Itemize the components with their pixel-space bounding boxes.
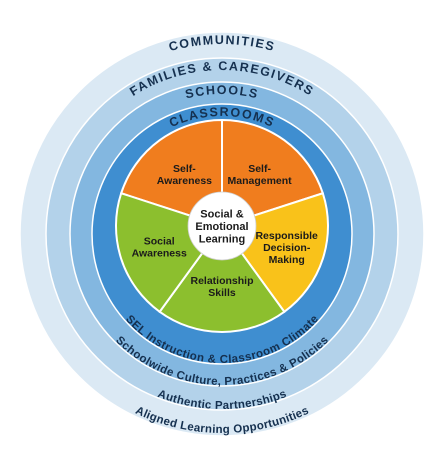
relationship-skills-segment: [158, 224, 286, 334]
self-management-label: Self-Management: [228, 163, 293, 187]
self-awareness-segment: [119, 118, 223, 228]
communities-label: COMMUNITIES: [167, 33, 277, 54]
self-management-segment: [221, 118, 325, 228]
sel-center-circle: [187, 191, 257, 261]
competency-labels: Self-Awareness Self-ManagementResponsible…: [132, 163, 319, 299]
self-awareness-label: Self-Awareness: [157, 163, 212, 187]
